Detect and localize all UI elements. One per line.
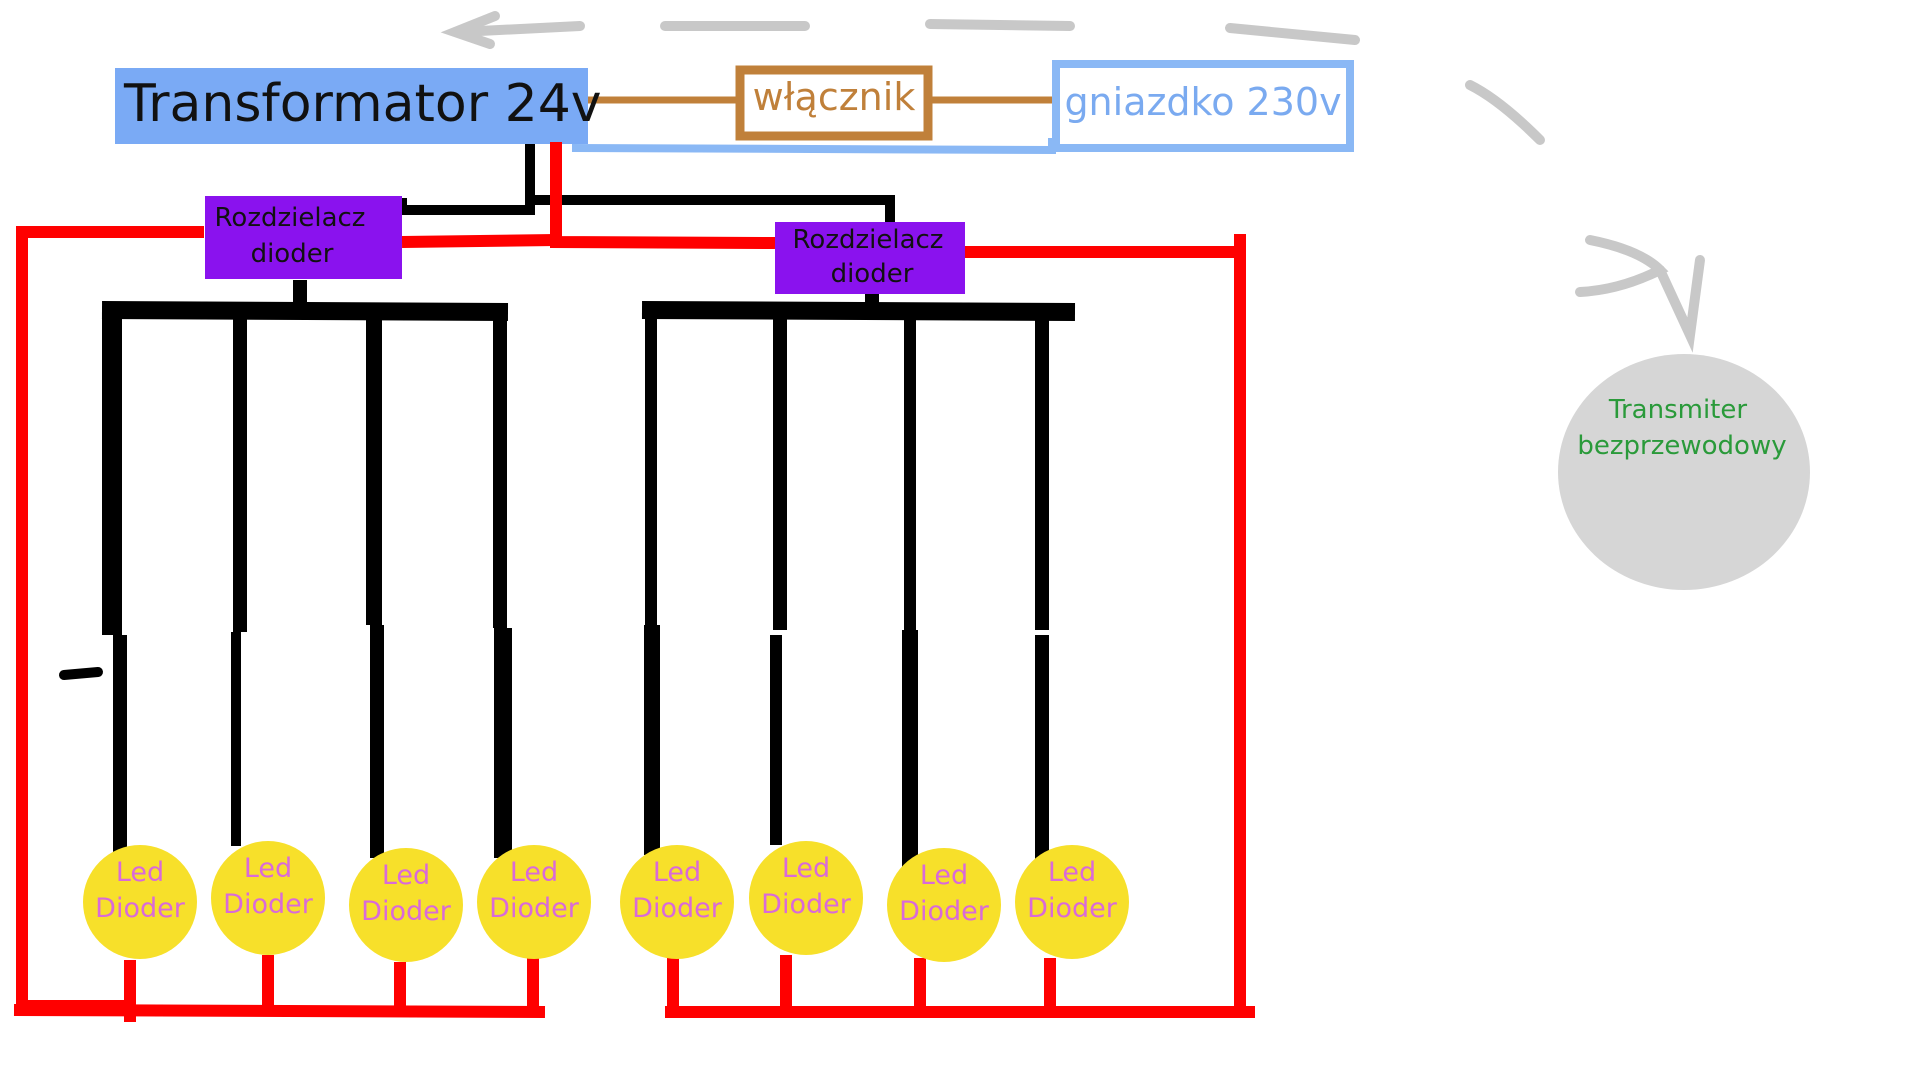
splitter-left[interactable]: Rozdzielacz dioder (205, 196, 402, 279)
led-label-2: Dioder (361, 896, 452, 927)
led-negative-wires (59, 280, 1076, 868)
led-label-2: Dioder (489, 893, 580, 924)
led-circle (749, 841, 863, 955)
splitter-right-line1: Rozdzielacz (793, 225, 944, 255)
wireless-transmitter[interactable]: Transmiter bezprzewodowy (1558, 354, 1810, 590)
sketch-arrow-left (440, 11, 1360, 49)
led-label-1: Led (782, 853, 830, 884)
led-positive-wires (13, 955, 1255, 1022)
transmitter-line1: Transmiter (1608, 395, 1747, 425)
switch-label: włącznik (753, 75, 916, 119)
switch-box[interactable]: włącznik (735, 65, 933, 141)
led-circle (211, 841, 325, 955)
splitter-left-line1: Rozdzielacz (215, 203, 366, 233)
led-circle (83, 845, 197, 959)
led-label-2: Dioder (223, 889, 314, 920)
led-label-2: Dioder (632, 893, 723, 924)
led-circle (1015, 845, 1129, 959)
led-label-1: Led (1048, 857, 1096, 888)
negative-wire-bus (397, 144, 895, 224)
sketch-arrow-down (1465, 80, 1705, 353)
splitter-right-line2: dioder (831, 259, 914, 289)
led-label-1: Led (382, 860, 430, 891)
socket-box[interactable]: gniazdko 230v (1052, 60, 1354, 152)
led-group: LedDioderLedDioderLedDioderLedDioderLedD… (83, 841, 1129, 962)
transformer-label: Transformator 24v (123, 74, 602, 134)
led-circle (887, 848, 1001, 962)
led-label-2: Dioder (95, 893, 186, 924)
led-circle (477, 845, 591, 959)
led-label-2: Dioder (899, 896, 990, 927)
led-label-1: Led (116, 857, 164, 888)
transformer-box[interactable]: Transformator 24v (115, 68, 602, 144)
led-circle (620, 845, 734, 959)
transmitter-line2: bezprzewodowy (1577, 431, 1786, 461)
led-label-1: Led (920, 860, 968, 891)
led-label-2: Dioder (761, 889, 852, 920)
socket-label: gniazdko 230v (1064, 80, 1341, 124)
splitter-left-line2: dioder (251, 239, 334, 269)
led-label-1: Led (244, 853, 292, 884)
led-circle (349, 848, 463, 962)
led-label-2: Dioder (1027, 893, 1118, 924)
led-label-1: Led (653, 857, 701, 888)
led-label-1: Led (510, 857, 558, 888)
splitter-right[interactable]: Rozdzielacz dioder (775, 222, 965, 294)
